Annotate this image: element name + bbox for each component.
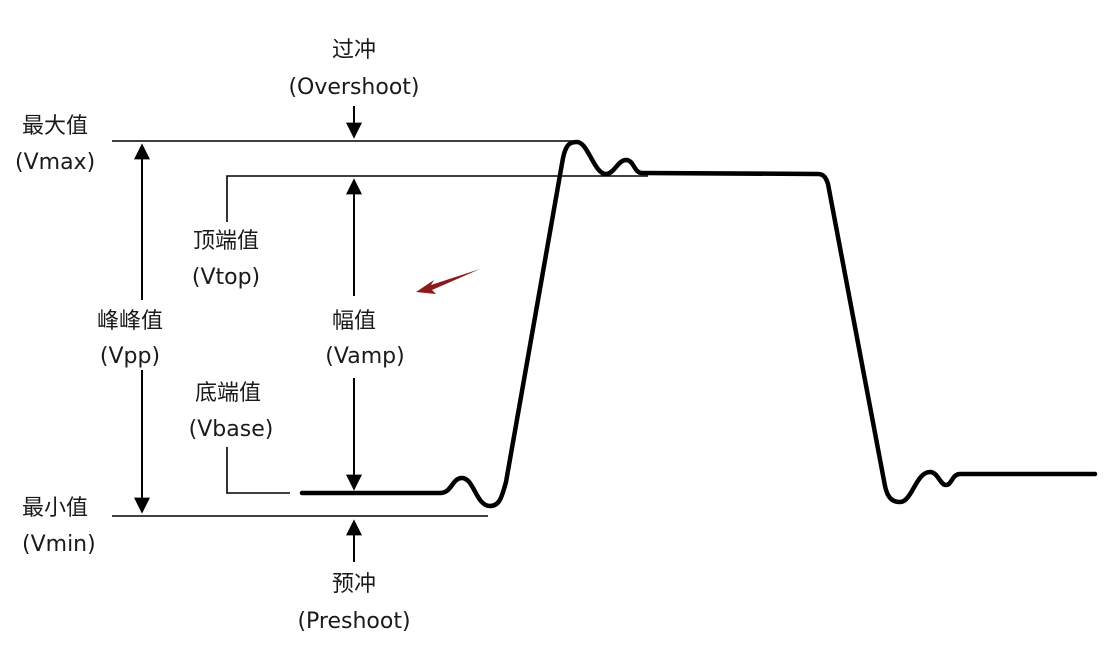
vmax-label-zh: 最大值 bbox=[22, 114, 88, 139]
vmin-label-zh: 最小值 bbox=[22, 496, 88, 521]
vtop-label-zh: 顶端值 bbox=[193, 229, 259, 254]
pointer-cursor-icon bbox=[416, 269, 480, 294]
vbase-label-zh: 底端值 bbox=[195, 381, 261, 406]
vbase-label-en: (Vbase) bbox=[189, 417, 274, 442]
vpp-label-zh: 峰峰值 bbox=[97, 309, 163, 334]
overshoot-label-zh: 过冲 bbox=[332, 38, 376, 63]
overshoot-label-en: (Overshoot) bbox=[288, 75, 419, 100]
vbase-reference-line bbox=[226, 447, 290, 494]
preshoot-label-zh: 预冲 bbox=[332, 572, 376, 597]
preshoot-label-en: (Preshoot) bbox=[297, 609, 410, 634]
vamp-label-en: (Vamp) bbox=[325, 344, 404, 369]
vamp-label-zh: 幅值 bbox=[332, 309, 376, 334]
vpp-label-en: (Vpp) bbox=[100, 344, 160, 369]
vtop-reference-line bbox=[226, 175, 648, 222]
pulse-waveform bbox=[299, 139, 1098, 509]
vtop-label-en: (Vtop) bbox=[192, 265, 260, 290]
vmax-label-en: (Vmax) bbox=[15, 150, 95, 175]
vmin-label-en: (Vmin) bbox=[22, 532, 96, 557]
